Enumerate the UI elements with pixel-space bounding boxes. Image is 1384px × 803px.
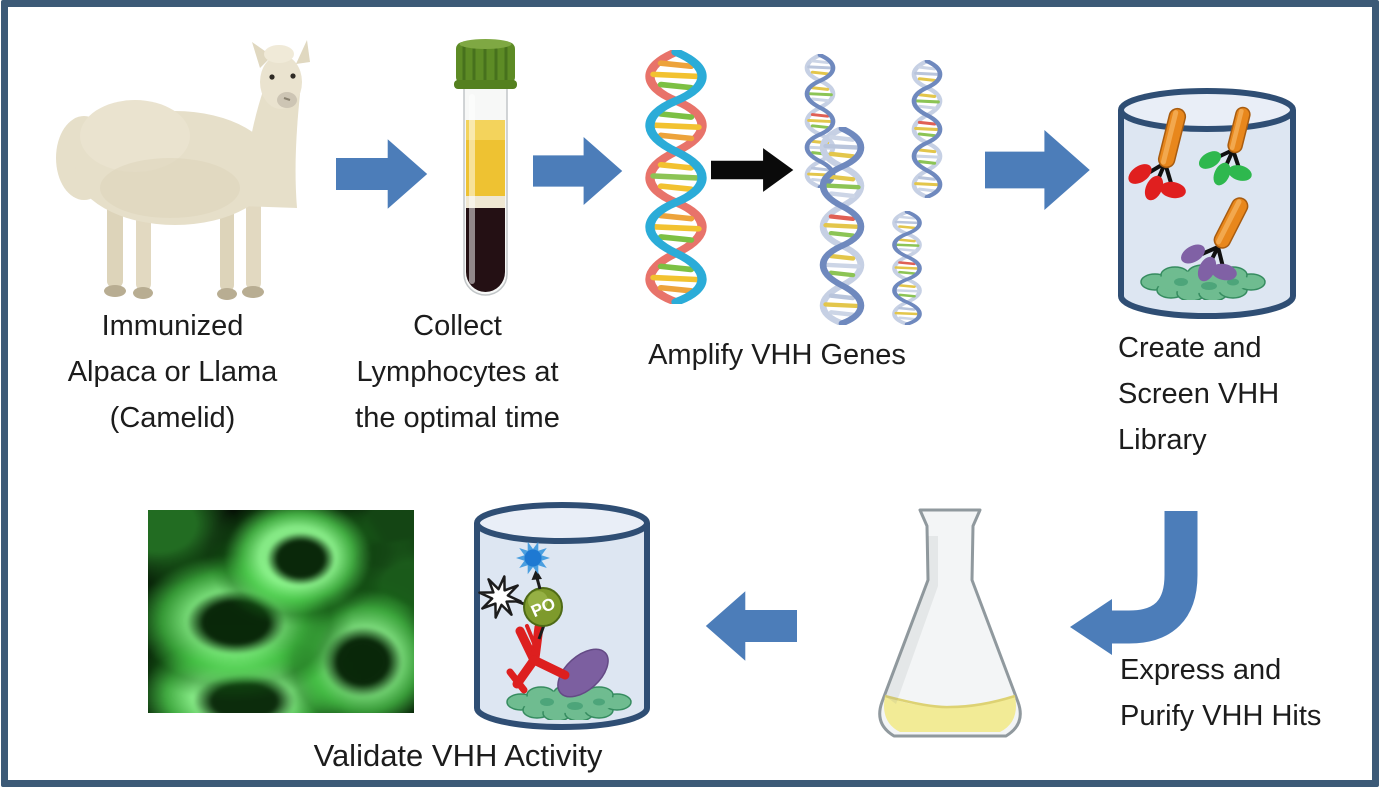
flow-arrow-right-icon — [533, 131, 625, 211]
assay-beaker-icon: PO — [474, 502, 650, 730]
caption-collect: Collect Lymphocytes at the optimal time — [355, 310, 560, 434]
flow-arrow-right-icon — [336, 133, 430, 215]
flow-arrow-corner-icon — [1070, 511, 1198, 655]
caption-immunize: Immunized Alpaca or Llama (Camelid) — [67, 310, 278, 434]
antigen-disc-icon — [557, 648, 609, 698]
caption-amplify: Amplify VHH Genes — [648, 339, 906, 371]
micrograph-image — [148, 510, 414, 713]
vhh-phage-green — [1198, 106, 1252, 186]
dna-copy-icon — [877, 211, 937, 325]
substrate-star-icon — [478, 575, 522, 619]
dna-copy-icon — [797, 127, 887, 325]
antibody-icon — [506, 622, 570, 694]
library-beaker-icon — [1118, 88, 1296, 319]
vhh-phage-purple — [1181, 197, 1249, 282]
caption-library: Create and Screen VHH Library — [1118, 332, 1280, 456]
flow-arrow-left-icon — [703, 585, 797, 667]
fluorescent-cells — [148, 510, 414, 713]
vhh-phage-red — [1128, 107, 1187, 201]
caption-validate: Validate VHH Activity — [313, 738, 603, 773]
light-signal-icon — [516, 541, 550, 575]
flow-arrow-right-icon — [985, 124, 1093, 216]
enzyme-po-icon: PO — [515, 587, 563, 640]
alpaca-image — [56, 40, 310, 300]
signal-arrow-icon — [531, 569, 542, 590]
caption-express: Express and Purify VHH Hits — [1120, 654, 1322, 732]
blood-tube-icon — [454, 39, 517, 296]
flask-icon — [878, 508, 1022, 738]
dna-copy-icon — [896, 60, 958, 198]
amplify-arrow-icon — [711, 146, 795, 194]
diagram-border — [1, 0, 1379, 787]
